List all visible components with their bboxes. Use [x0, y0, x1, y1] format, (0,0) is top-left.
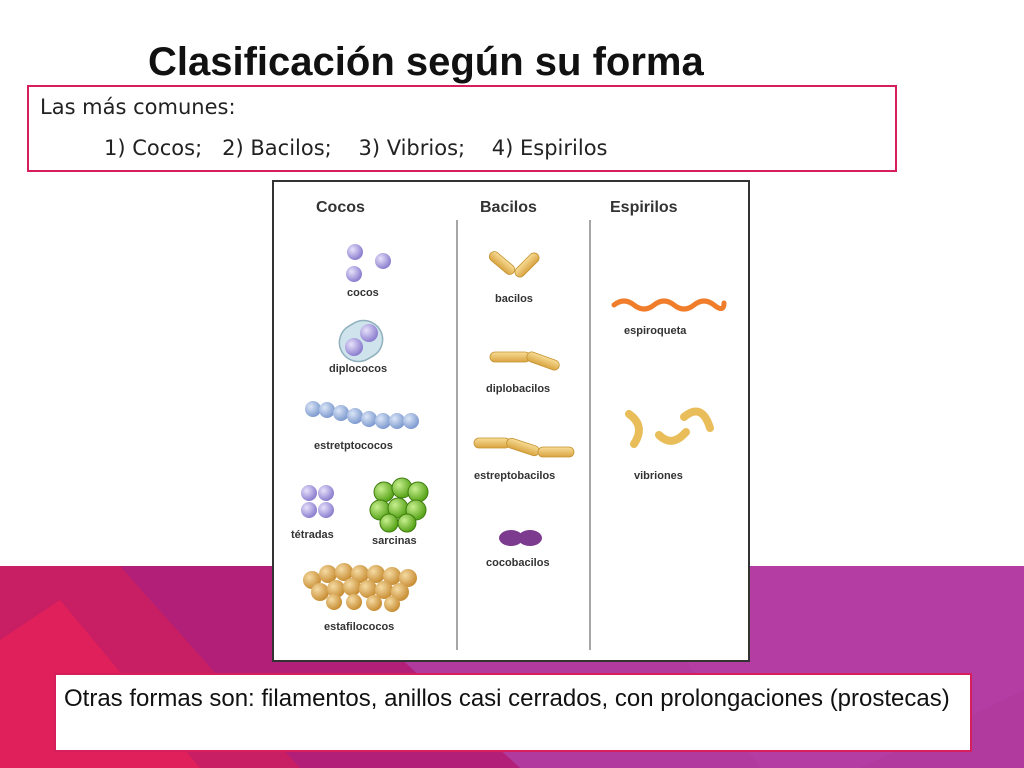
bacteria-illustration: Cocos Bacilos Espirilos cocos diplococos	[291, 199, 727, 650]
label-tetradas: tétradas	[291, 529, 334, 541]
cocos-illustration	[346, 244, 391, 282]
estafilococos-illustration	[303, 563, 417, 612]
estreptococos-illustration	[305, 401, 419, 429]
label-estafilococos: estafilococos	[324, 621, 394, 633]
cocobacilos-illustration	[499, 530, 542, 546]
column-header-cocos: Cocos	[316, 199, 365, 216]
column-header-bacilos: Bacilos	[480, 199, 537, 216]
label-cocos: cocos	[347, 287, 379, 299]
estreptobacilos-illustration	[473, 437, 575, 458]
footer-text: Otras formas son: filamentos, anillos ca…	[64, 685, 950, 712]
tetradas-illustration	[301, 485, 334, 518]
label-espiroqueta: espiroqueta	[624, 325, 687, 337]
intro-heading: Las más comunes:	[40, 95, 236, 119]
sarcinas-illustration	[369, 477, 429, 533]
label-cocobacilos: cocobacilos	[486, 557, 550, 569]
bacilos-illustration	[488, 251, 540, 278]
label-diplobacilos: diplobacilos	[486, 383, 550, 395]
vibriones-illustration	[625, 407, 714, 448]
label-diplococos: diplococos	[329, 363, 387, 375]
column-header-espirilos: Espirilos	[610, 199, 678, 216]
label-estreptococos: estretptococos	[314, 440, 393, 452]
label-vibriones: vibriones	[634, 470, 683, 482]
bacteria-shapes-figure: Cocos Bacilos Espirilos cocos diplococos	[272, 180, 750, 662]
intro-box: Las más comunes: 1) Cocos; 2) Bacilos; 3…	[27, 85, 897, 172]
diplococos-illustration	[338, 319, 384, 363]
intro-list: 1) Cocos; 2) Bacilos; 3) Vibrios; 4) Esp…	[104, 136, 608, 160]
espiroqueta-illustration	[611, 298, 727, 312]
footer-box: Otras formas son: filamentos, anillos ca…	[54, 673, 972, 752]
label-estreptobacilos: estreptobacilos	[474, 470, 555, 482]
slide-title: Clasificación según su forma	[148, 40, 704, 84]
label-bacilos: bacilos	[495, 293, 533, 305]
diplobacilos-illustration	[489, 351, 560, 371]
label-sarcinas: sarcinas	[372, 535, 417, 547]
